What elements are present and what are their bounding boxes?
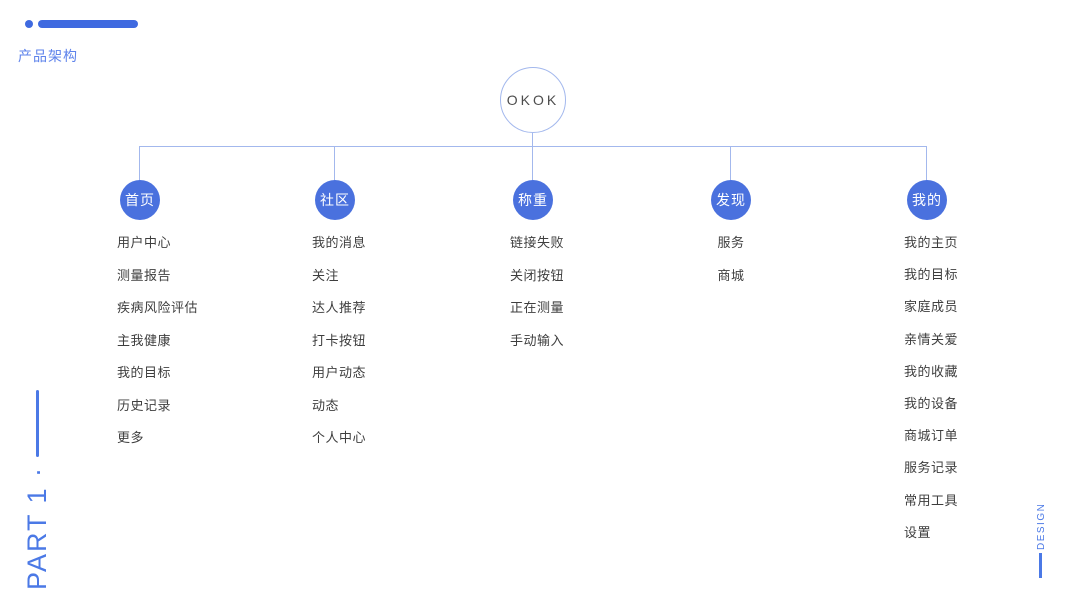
tree-item: 主我健康 bbox=[117, 332, 172, 348]
page-title: 产品架构 bbox=[18, 48, 78, 64]
branch-drop-line bbox=[334, 146, 335, 181]
branch-items: 用户中心测量报告疾病风险评估主我健康我的目标历史记录更多 bbox=[70, 234, 210, 462]
tree-item: 亲情关爱 bbox=[904, 331, 959, 347]
branch-drop-line bbox=[532, 146, 533, 181]
branch-node-label: 首页 bbox=[125, 192, 155, 208]
tree-item: 我的设备 bbox=[904, 395, 959, 411]
root-node-label: OKOK bbox=[506, 92, 560, 108]
design-divider-line bbox=[1039, 553, 1042, 578]
tree-item: 我的消息 bbox=[312, 235, 367, 250]
tree-item: 商城订单 bbox=[904, 428, 959, 444]
tree-item: 打卡按钮 bbox=[312, 332, 367, 348]
tree-item: 用户动态 bbox=[312, 365, 367, 380]
tree-item: 设置 bbox=[904, 524, 932, 540]
tree-item: 动态 bbox=[312, 397, 340, 413]
branch-drop-line bbox=[730, 146, 731, 181]
tree-item: 关注 bbox=[312, 267, 340, 283]
header-dot-icon bbox=[25, 20, 33, 28]
tree-item: 我的目标 bbox=[904, 267, 959, 283]
tree-item: 历史记录 bbox=[117, 397, 172, 413]
tree-item: 更多 bbox=[117, 430, 145, 445]
branch-node-3: 发现 bbox=[711, 180, 751, 220]
tree-item: 手动输入 bbox=[510, 332, 565, 348]
part-label: PART 1 · bbox=[22, 465, 52, 590]
branch-node-label: 我的 bbox=[912, 192, 942, 208]
tree-item: 关闭按钮 bbox=[510, 267, 565, 283]
branch-node-label: 发现 bbox=[716, 192, 746, 208]
design-label: DESIGN bbox=[1036, 502, 1047, 550]
branch-drop-line bbox=[926, 146, 927, 181]
tree-item: 家庭成员 bbox=[904, 299, 959, 315]
tree-item: 个人中心 bbox=[312, 430, 367, 445]
tree-item: 测量报告 bbox=[117, 267, 172, 283]
tree-item: 达人推荐 bbox=[312, 300, 367, 315]
branch-drop-line bbox=[139, 146, 140, 181]
branch-items: 服务商城 bbox=[661, 234, 801, 299]
tree-item: 疾病风险评估 bbox=[117, 300, 199, 315]
root-connector-line bbox=[532, 133, 533, 146]
branch-connector-line bbox=[140, 146, 927, 147]
header-bar-icon bbox=[38, 20, 138, 28]
branch-items: 链接失败关闭按钮正在测量手动输入 bbox=[463, 234, 603, 364]
branch-items: 我的消息关注达人推荐打卡按钮用户动态动态个人中心 bbox=[265, 234, 405, 462]
tree-item: 用户中心 bbox=[117, 235, 172, 250]
tree-item: 常用工具 bbox=[904, 492, 959, 508]
tree-item: 商城 bbox=[717, 267, 745, 283]
part-divider-line bbox=[36, 390, 39, 457]
tree-item: 正在测量 bbox=[510, 300, 565, 315]
root-node: OKOK bbox=[500, 67, 566, 133]
branch-node-1: 社区 bbox=[315, 180, 355, 220]
tree-item: 我的收藏 bbox=[904, 363, 959, 379]
branch-node-0: 首页 bbox=[120, 180, 160, 220]
branch-node-label: 称重 bbox=[518, 192, 548, 208]
branch-node-2: 称重 bbox=[513, 180, 553, 220]
tree-item: 服务 bbox=[717, 235, 745, 250]
tree-item: 链接失败 bbox=[510, 235, 565, 250]
tree-item: 我的目标 bbox=[117, 365, 172, 380]
tree-item: 服务记录 bbox=[904, 460, 959, 476]
tree-item: 我的主页 bbox=[904, 235, 959, 250]
branch-items: 我的主页我的目标家庭成员亲情关爱我的收藏我的设备商城订单服务记录常用工具设置 bbox=[857, 234, 997, 556]
branch-node-label: 社区 bbox=[320, 192, 350, 208]
branch-node-4: 我的 bbox=[907, 180, 947, 220]
